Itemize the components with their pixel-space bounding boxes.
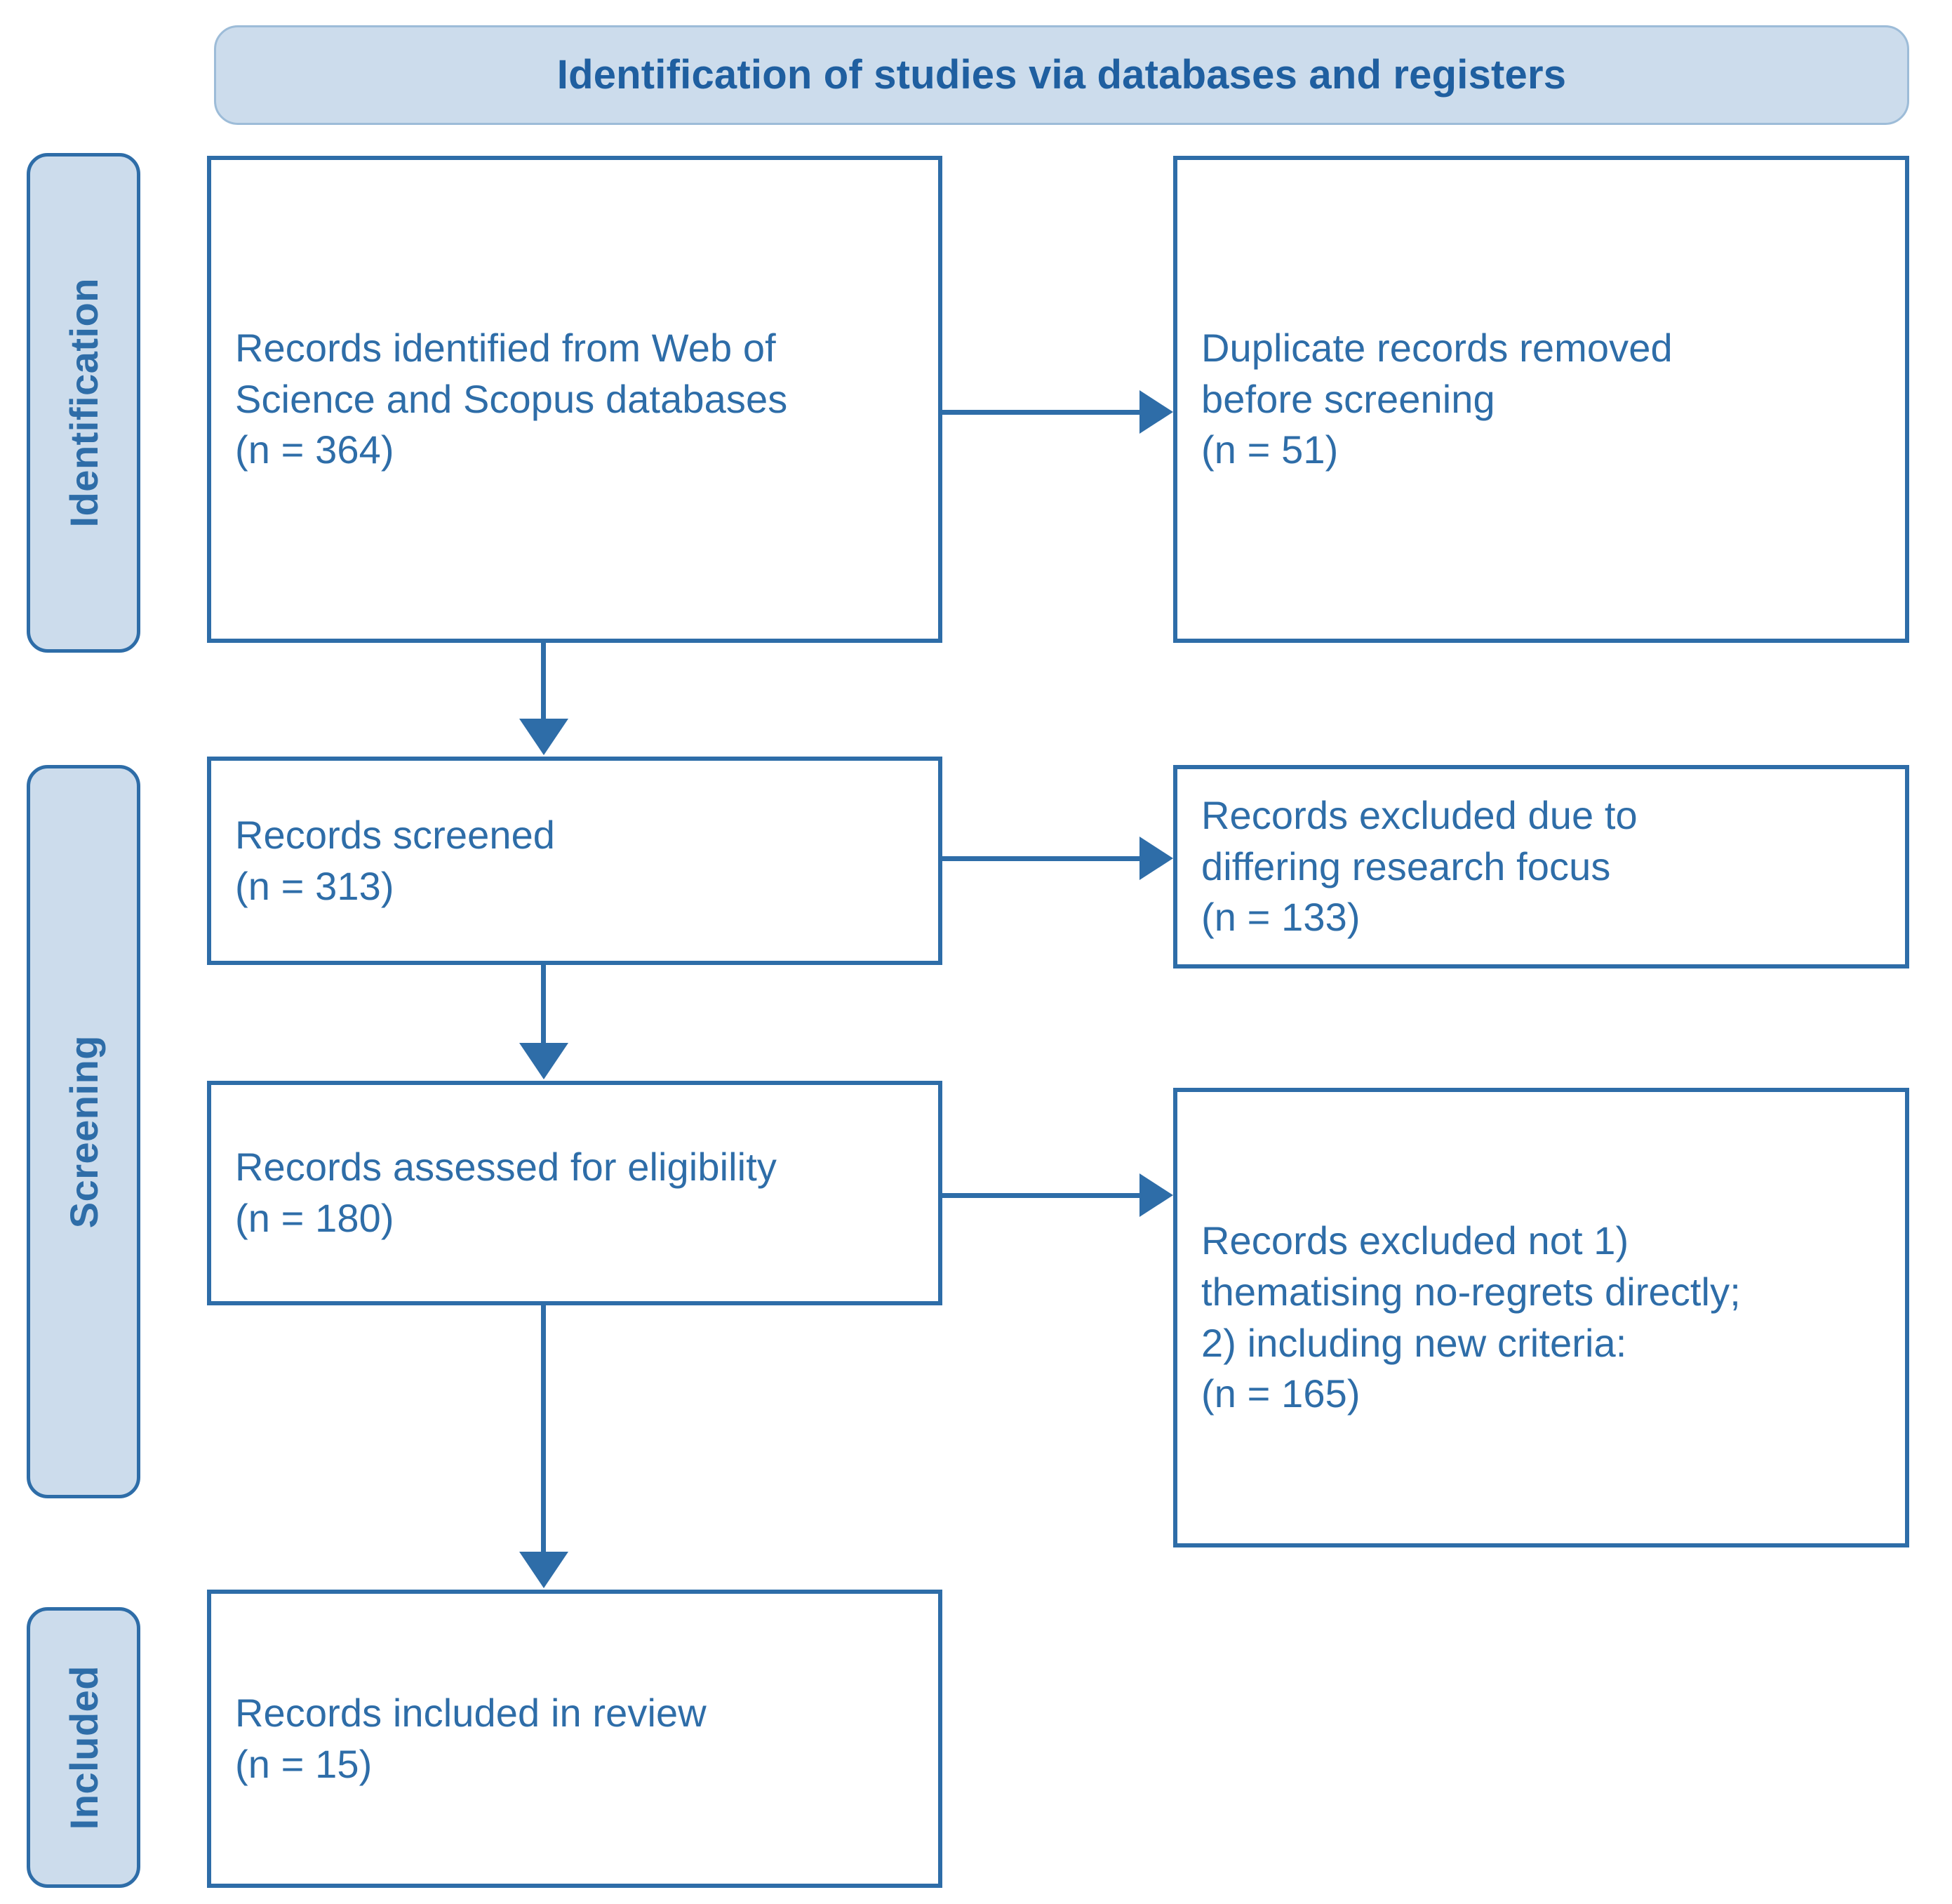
arrow-right-icon [1139,390,1173,434]
connector-line [541,643,546,721]
arrow-right-icon [1139,1173,1173,1217]
box-records-identified-text: Records identified from Web of Science a… [235,325,788,472]
box-records-excluded-research-focus: Records excluded due to differing resear… [1173,765,1909,968]
stage-label-included: Included [61,1665,106,1830]
arrow-down-icon [519,1552,568,1588]
connector-line [942,1193,1142,1198]
box-records-screened-text: Records screened (n = 313) [235,812,556,908]
box-records-excluded-research-focus-text: Records excluded due to differing resear… [1201,792,1638,940]
connector-line [942,856,1142,861]
box-duplicate-records-removed-text: Duplicate records removed before screeni… [1201,325,1673,472]
box-records-excluded-criteria: Records excluded not 1) thematising no-r… [1173,1088,1909,1547]
connector-screened-to-eligibility [519,965,568,1081]
connector-screened-to-excluded-focus [942,837,1173,880]
connector-eligibility-to-excluded-criteria [942,1173,1173,1217]
box-records-identified: Records identified from Web of Science a… [207,156,942,643]
stage-tab-screening: Screening [27,765,140,1498]
arrow-right-icon [1139,837,1173,880]
connector-line [541,1305,546,1555]
box-records-assessed-for-eligibility-text: Records assessed for eligibility (n = 18… [235,1145,777,1240]
box-records-included-in-review: Records included in review (n = 15) [207,1590,942,1888]
diagram-title: Identification of studies via databases … [556,52,1567,98]
box-records-screened: Records screened (n = 313) [207,757,942,965]
connector-line [541,965,546,1046]
stage-tab-identification: Identification [27,153,140,653]
arrow-down-icon [519,719,568,755]
stage-label-identification: Identification [61,278,106,528]
connector-line [942,410,1142,415]
connector-eligibility-to-included [519,1305,568,1590]
arrow-down-icon [519,1043,568,1079]
stage-label-screening: Screening [61,1034,106,1229]
box-records-included-in-review-text: Records included in review (n = 15) [235,1690,707,1786]
box-duplicate-records-removed: Duplicate records removed before screeni… [1173,156,1909,643]
box-records-assessed-for-eligibility: Records assessed for eligibility (n = 18… [207,1081,942,1305]
connector-identified-to-screened [519,643,568,757]
box-records-excluded-criteria-text: Records excluded not 1) thematising no-r… [1201,1218,1741,1416]
diagram-header-banner: Identification of studies via databases … [214,25,1909,125]
stage-tab-included: Included [27,1607,140,1888]
connector-identified-to-duplicates [942,390,1173,434]
